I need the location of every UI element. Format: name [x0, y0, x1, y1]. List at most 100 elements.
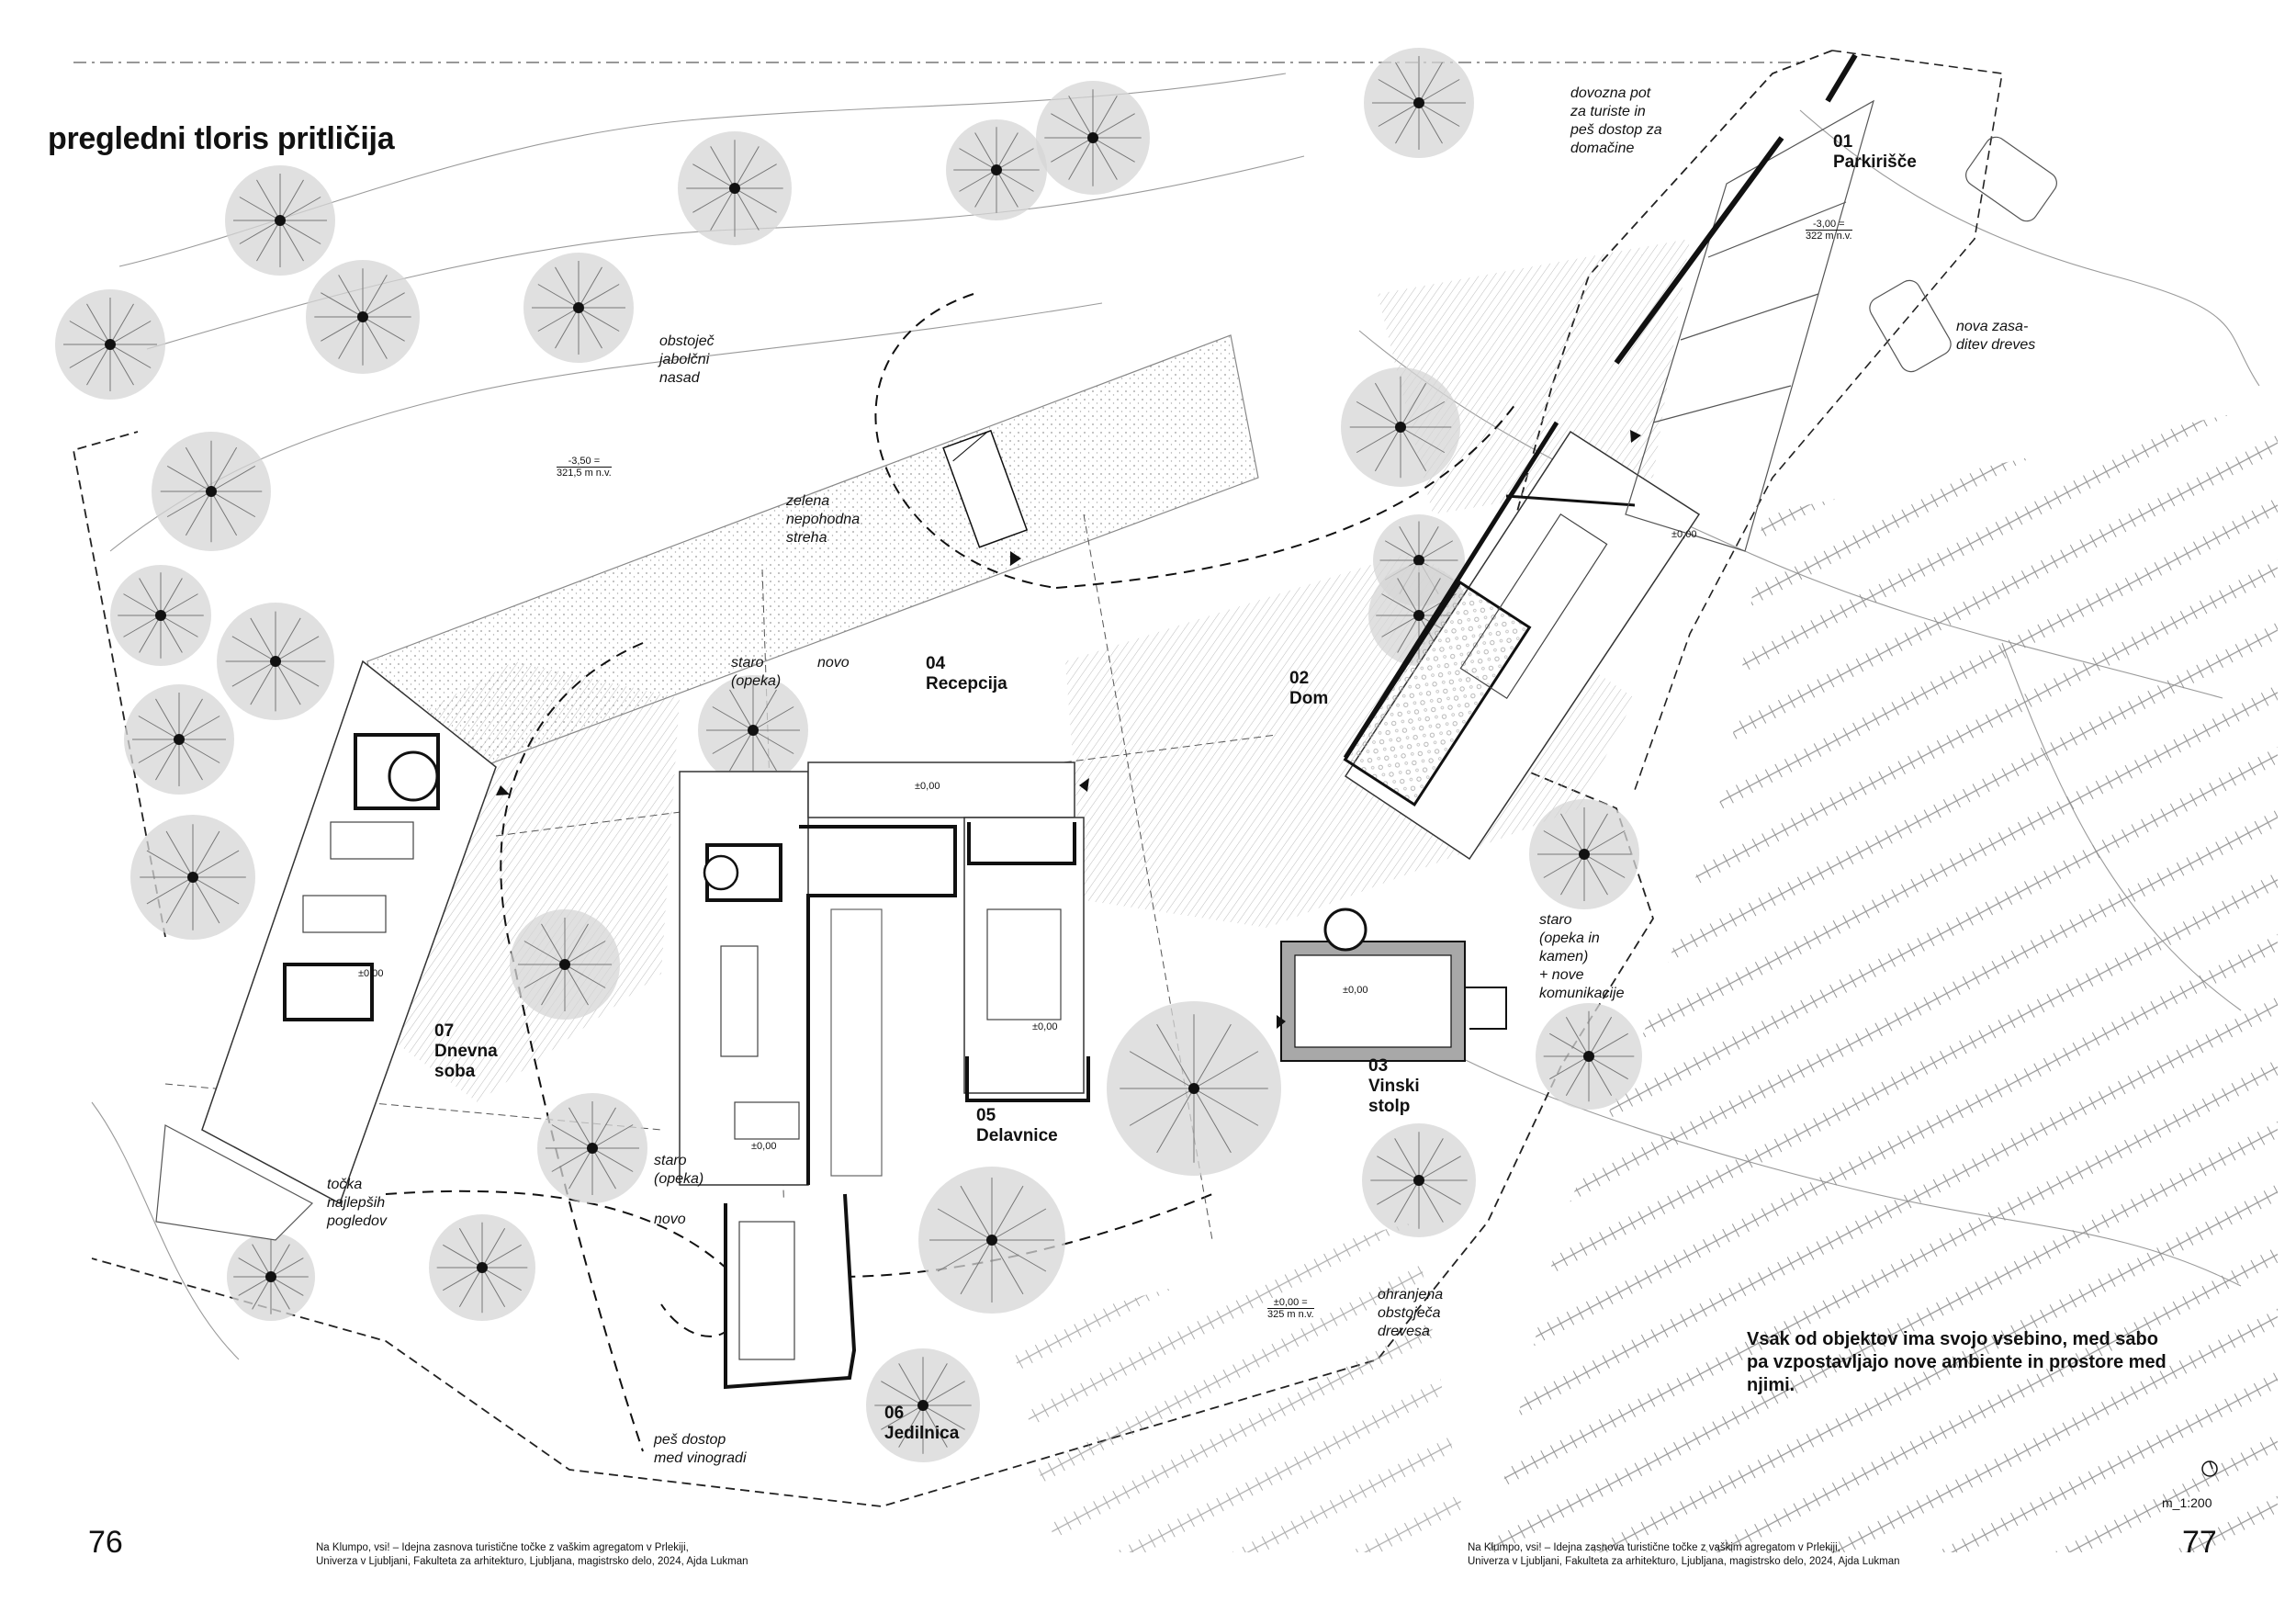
tree-trunk	[559, 959, 570, 970]
vineyard-rows-lower	[1010, 1222, 1469, 1552]
tree-branch	[564, 941, 606, 965]
note-new-bottom: novo	[654, 1212, 686, 1227]
tree-branch	[270, 1244, 290, 1278]
tree-branch	[1543, 853, 1585, 878]
tree-branch	[1156, 1023, 1195, 1089]
tree-branch	[974, 169, 997, 208]
tree-branch	[166, 465, 212, 492]
tree-branch	[1397, 578, 1420, 616]
tree-branch	[481, 1267, 522, 1291]
tree-branch	[1418, 525, 1439, 561]
tree-branch	[138, 739, 180, 763]
tree-branch	[974, 132, 997, 171]
tree-branch	[960, 1239, 993, 1295]
tree-branch	[1400, 426, 1427, 472]
tree-branch	[1418, 102, 1443, 144]
tree-branch	[210, 446, 238, 492]
level-orchard: -3,50 =321,5 m n.v.	[557, 456, 612, 479]
tree-branch	[729, 689, 754, 731]
tree-branch	[1565, 1055, 1590, 1096]
tree-branch	[1543, 830, 1585, 855]
tree-branch	[250, 660, 276, 705]
tree-branch	[443, 1267, 483, 1291]
tree-branch	[1193, 1088, 1259, 1126]
tree-branch	[270, 1257, 304, 1278]
tree-trunk	[477, 1262, 488, 1273]
tree-branch	[165, 876, 194, 924]
floor-level-recepcija: ±0,00	[915, 781, 940, 792]
tree-branch	[160, 593, 198, 616]
tree-branch	[541, 923, 566, 965]
tree-branch	[555, 266, 580, 309]
tree-branch	[165, 830, 194, 878]
tree-trunk	[573, 302, 584, 313]
tree-branch	[591, 1147, 616, 1190]
tree-branch	[1092, 113, 1135, 139]
tree-trunk	[357, 311, 368, 322]
parking-spaces	[1625, 99, 2057, 552]
entrance-markers	[496, 430, 1641, 1029]
page-title: pregledni tloris pritličija	[48, 121, 395, 156]
page-number-left: 76	[88, 1525, 123, 1560]
tree-branch	[1092, 137, 1135, 163]
tree-branch	[160, 615, 198, 637]
tree-trunk	[1413, 1175, 1424, 1186]
tree-branch	[692, 164, 736, 189]
tree-branch	[1129, 1088, 1195, 1126]
tree-branch	[192, 850, 240, 878]
tree-branch	[1356, 400, 1401, 428]
tree-branch	[231, 636, 276, 662]
tree-branch	[1560, 853, 1585, 896]
tree-trunk	[1395, 422, 1406, 433]
footer-left: Na Klumpo, vsi! – Idejna zasnova turisti…	[316, 1541, 748, 1569]
tree-branch	[275, 617, 301, 662]
tree-branch	[481, 1267, 506, 1307]
tree-branch	[192, 830, 220, 878]
tree-branch	[239, 220, 281, 244]
note-old-brick-bottom: staro(opeka)	[654, 1153, 704, 1187]
tree-branch	[591, 1124, 634, 1149]
tree-branch	[564, 964, 589, 1006]
floor-level-stolp: ±0,00	[1343, 985, 1368, 996]
tree-branch	[321, 292, 364, 318]
tree-branch	[1418, 1179, 1461, 1205]
note-new-top: novo	[817, 655, 850, 671]
tree-branch	[568, 1107, 593, 1149]
tree-branch	[178, 739, 203, 781]
tree-branch	[270, 1276, 304, 1296]
tree-trunk	[105, 339, 116, 350]
tree-branch	[239, 197, 281, 221]
tree-trunk	[174, 734, 185, 745]
tree-branch	[996, 132, 1019, 171]
tree-branch	[1397, 615, 1420, 653]
note-old-brick-top: staro(opeka)	[731, 655, 782, 689]
tree-branch	[86, 344, 111, 386]
tree-branch	[537, 307, 580, 332]
tree-branch	[591, 1147, 634, 1172]
tree-branch	[1193, 1023, 1232, 1089]
note-new-trees: nova zasa-ditev dreves	[1956, 319, 2036, 353]
tree-branch	[922, 1363, 948, 1406]
tree-branch	[1394, 1138, 1420, 1181]
tree-branch	[123, 593, 162, 616]
tree-branch	[155, 739, 180, 781]
tree-trunk	[986, 1235, 997, 1246]
tree-trunk	[155, 610, 166, 621]
tree-branch	[362, 292, 405, 318]
tree-trunk	[1413, 555, 1424, 566]
tree-branch	[1549, 1055, 1590, 1080]
tree-branch	[1394, 1179, 1420, 1223]
tree-branch	[275, 660, 301, 705]
tree-branch	[752, 706, 794, 731]
tree-branch	[362, 316, 388, 359]
tree-branch	[1068, 96, 1094, 139]
tree-branch	[959, 169, 997, 192]
footer-right: Na Klumpo, vsi! – Idejna zasnova turisti…	[1468, 1541, 1899, 1569]
tree-branch	[922, 1381, 965, 1406]
tree-branch	[178, 739, 220, 763]
tree-branch	[1588, 1055, 1628, 1080]
